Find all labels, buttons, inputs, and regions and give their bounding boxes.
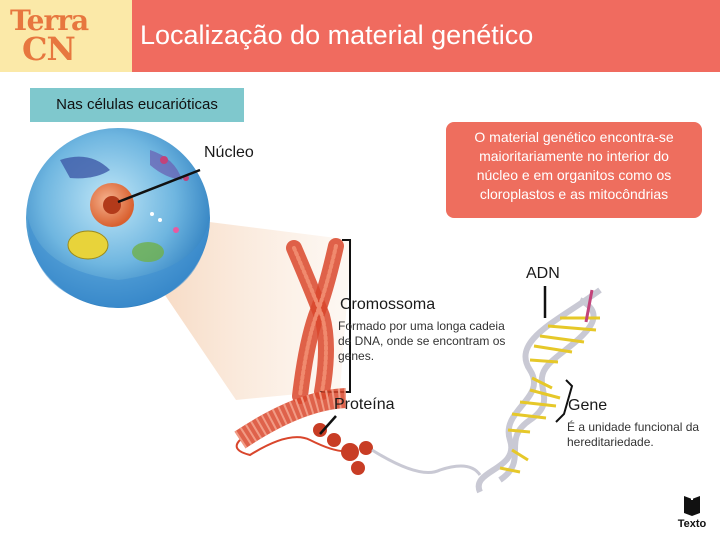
callout-line2: maioritariamente no interior do [479,148,669,164]
gene-bracket [555,379,574,423]
cromossoma-description: Formado por uma longa cadeia de DNA, ond… [338,319,506,363]
callout-line4: cloroplastos e as mitocôndrias [479,186,669,202]
chromosome-illustration [286,238,344,404]
label-cromossoma: Cromossoma [340,296,436,313]
callout-line3: núcleo e em organitos como os [476,167,672,183]
texto-brand: Texto [672,492,716,536]
callout-box: O material genético encontra-se maiorita… [446,122,702,218]
logo-line2: CN [22,30,76,68]
nucleo-pointer [117,168,201,204]
chromatin-fiber-illustration [234,388,482,476]
label-adn: ADN [526,265,560,282]
dna-helix-illustration [475,287,602,494]
page-title: Localização do material genético [140,20,534,50]
label-nucleo: Núcleo [204,144,254,161]
label-gene: Gene [568,397,608,414]
cell-illustration [26,128,210,308]
gene-description: É a unidade funcional da hereditariedade… [567,420,700,449]
label-proteina: Proteína [334,396,395,413]
texto-book-icon [684,495,700,516]
logo-line1: Terra [10,4,89,37]
callout-line1: O material genético encontra-se [474,129,674,145]
terra-cn-logo: Terra CN [0,0,132,72]
section-tag: Nas células eucarióticas [30,88,244,122]
proteina-pointer [319,415,337,435]
texto-brand-text: Texto [677,518,707,530]
